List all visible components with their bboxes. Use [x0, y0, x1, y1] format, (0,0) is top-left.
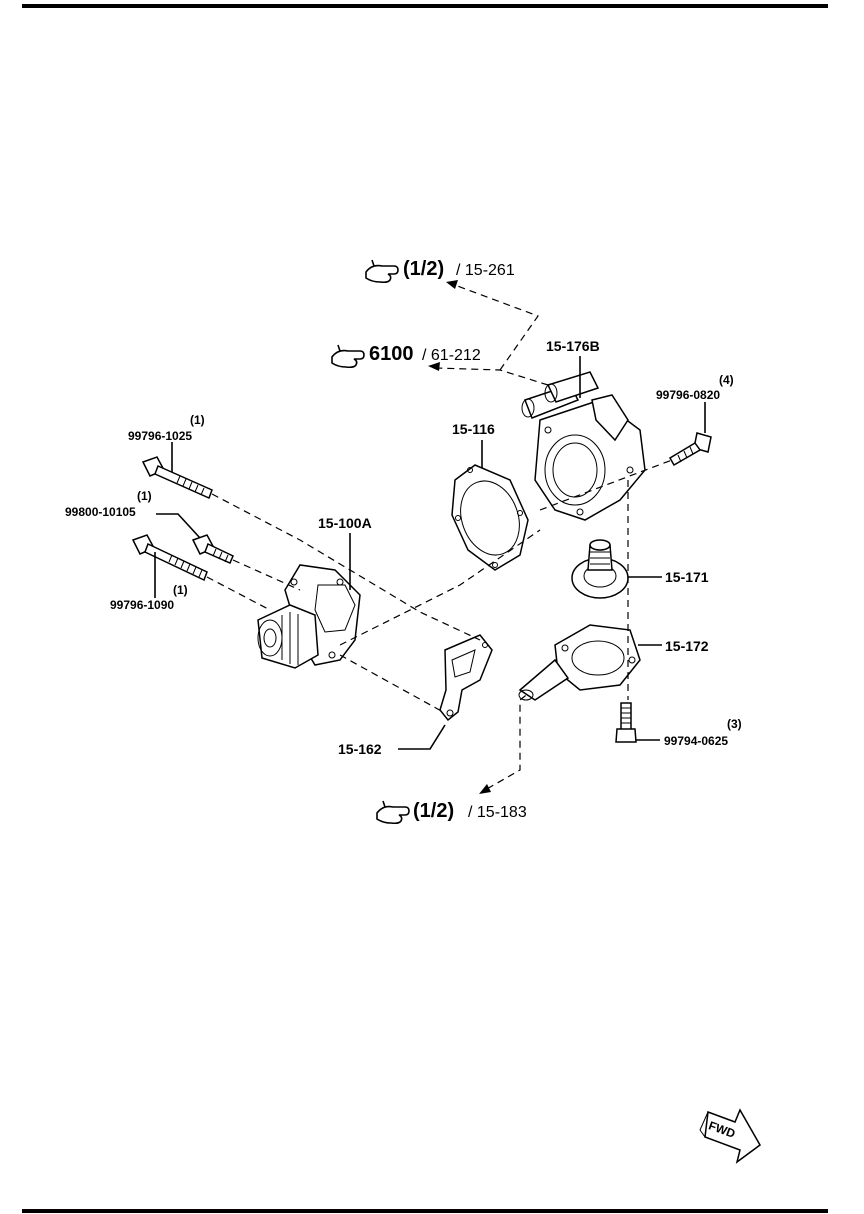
ref-bottom[interactable]: (1/2) / 15-183 [376, 800, 527, 825]
assembly-line-1 [211, 493, 481, 641]
arrow-head-top [446, 280, 458, 289]
leader-99800-10105 [156, 513, 201, 539]
bolt-99796-1090[interactable] [131, 534, 208, 582]
thermostat-housing[interactable] [521, 371, 646, 521]
arrow-head-bottom [479, 784, 491, 794]
flow-line-top [451, 283, 539, 371]
bottom-rule [22, 1209, 828, 1213]
leader-15-162 [398, 724, 446, 750]
ref-bottom-section: (1/2) [413, 800, 454, 822]
fwd-arrow-icon: FWD [699, 1108, 761, 1164]
bolt-1025-qty: (1) [190, 413, 205, 427]
thermostat[interactable] [571, 539, 629, 599]
bolt-99796-0820[interactable] [668, 432, 712, 467]
gasket-15-162[interactable] [439, 634, 493, 722]
ref-top-page: / 15-261 [456, 262, 515, 279]
flow-line-bottom [484, 687, 536, 791]
gasket-15-116[interactable] [451, 464, 530, 571]
bolt-99800-10105[interactable] [191, 534, 234, 564]
assembly-line-5 [339, 529, 541, 646]
part-label-15-171: 15-171 [665, 569, 709, 585]
bolt-10105-number: 99800-10105 [65, 505, 136, 519]
part-label-15-100a: 15-100A [318, 515, 372, 531]
ref-mid[interactable]: 6100 / 61-212 [331, 343, 481, 369]
bolt-0820-qty: (4) [719, 373, 734, 387]
bolt-99796-1025[interactable] [141, 456, 213, 500]
ref-top-section: (1/2) [403, 258, 444, 280]
ref-top[interactable]: (1/2) / 15-261 [365, 258, 515, 284]
bolt-99794-0625[interactable] [615, 702, 637, 743]
part-label-15-162: 15-162 [338, 741, 382, 757]
top-rule [22, 4, 828, 8]
part-label-15-172: 15-172 [665, 638, 709, 654]
bolt-0625-number: 99794-0625 [664, 734, 728, 748]
part-label-15-176b: 15-176B [546, 338, 600, 354]
bolt-10105-qty: (1) [137, 489, 152, 503]
bolt-1090-qty: (1) [173, 583, 188, 597]
assembly-line-2 [232, 559, 301, 591]
bolt-1090-number: 99796-1090 [110, 598, 174, 612]
ref-mid-page: / 61-212 [422, 347, 481, 364]
water-pump[interactable] [257, 564, 361, 669]
bolt-0820-number: 99796-0820 [656, 388, 720, 402]
assembly-line-4 [339, 654, 446, 714]
pointing-hand-icon [376, 800, 410, 825]
assembly-line-3 [206, 576, 271, 611]
pointing-hand-icon [365, 259, 399, 284]
bolt-1025-number: 99796-1025 [128, 429, 192, 443]
bolt-0625-qty: (3) [727, 717, 742, 731]
pointing-hand-icon [331, 344, 365, 369]
arrow-head-mid [428, 362, 440, 371]
ref-mid-section: 6100 [369, 343, 414, 365]
ref-bottom-page: / 15-183 [468, 804, 527, 821]
thermostat-cover[interactable] [518, 624, 641, 701]
part-label-15-116: 15-116 [452, 421, 495, 437]
flow-line-mid [435, 367, 549, 386]
